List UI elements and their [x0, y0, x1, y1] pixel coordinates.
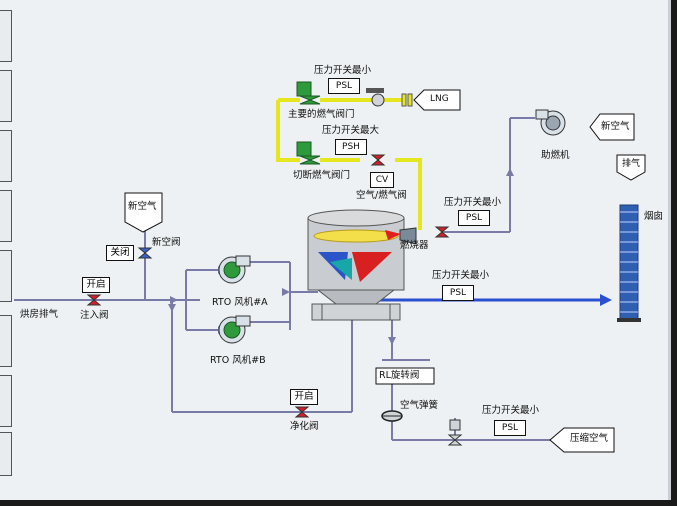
dryer-exhaust-label: 烘房排气 [20, 309, 59, 320]
side-nav-button-5[interactable] [0, 250, 12, 302]
fresh-air-valve-icon [137, 247, 153, 259]
inlet-open-button[interactable]: 开启 [82, 277, 110, 293]
rotary-valve-label: RL旋转阀 [379, 370, 420, 381]
chimney-label: 烟囱 [644, 211, 664, 222]
main-gas-valve-icon [296, 81, 321, 105]
psl-right-title: 压力开关最小 [444, 197, 502, 208]
psl-mid-box: PSL [442, 285, 474, 301]
psl-bottom-box: PSL [494, 420, 526, 436]
side-nav-button-8[interactable] [0, 432, 12, 476]
inlet-valve-label: 注入阀 [80, 310, 109, 321]
side-nav-button-7[interactable] [0, 375, 12, 427]
psl-top-title: 压力开关最小 [314, 65, 372, 76]
inlet-valve-icon [86, 294, 102, 306]
side-nav-button-2[interactable] [0, 70, 12, 122]
air-gas-valve-label: 空气/燃气阀 [356, 190, 407, 201]
psl-bottom-title: 压力开关最小 [482, 405, 540, 416]
pressure-regulator-icon [447, 419, 463, 446]
side-nav-button-3[interactable] [0, 130, 12, 182]
fresh-air-right-tag [589, 113, 635, 141]
cutoff-valve-icon [296, 141, 321, 165]
close-button[interactable]: 关闭 [106, 245, 134, 261]
chimney [617, 204, 641, 322]
air-spring-label: 空气弹簧 [400, 400, 439, 411]
psh-box: PSH [335, 139, 367, 155]
burner-label: 燃烧器 [400, 240, 429, 251]
rto-fan-a-icon [218, 255, 251, 284]
gas-pipe [276, 98, 422, 230]
fan-b-label: RTO 风机#B [210, 355, 266, 366]
purge-valve-icon [294, 406, 310, 418]
flue-gas-flow-arrow [380, 294, 612, 306]
rto-chamber [307, 209, 417, 321]
compressed-air-label: 压缩空气 [570, 433, 609, 444]
blower-label: 助燃机 [541, 150, 570, 161]
psl-right-box: PSL [458, 210, 490, 226]
air-spring-icon [381, 410, 403, 422]
main-gas-valve-label: 主要的燃气阀门 [288, 109, 355, 120]
psh-title: 压力开关最大 [322, 125, 380, 136]
fresh-air-valve-label: 新空阀 [152, 237, 181, 248]
rotary-valve-tag [375, 367, 435, 385]
side-nav-button-4[interactable] [0, 190, 12, 242]
exhaust-label: 排气 [622, 159, 641, 169]
lng-tag [413, 89, 461, 111]
lng-label: LNG [430, 94, 449, 104]
psl-right-valve-icon [434, 226, 450, 238]
rto-fan-b-icon [218, 315, 251, 344]
side-nav-button-1[interactable] [0, 10, 12, 62]
purge-valve-label: 净化阀 [290, 421, 319, 432]
fresh-air-right-label: 新空气 [601, 121, 630, 132]
fan-a-label: RTO 风机#A [212, 297, 268, 308]
cv-box: CV [370, 172, 394, 188]
fresh-air-left-tag [124, 192, 163, 233]
psl-top-box: PSL [328, 78, 360, 94]
lng-flange-icon [401, 93, 413, 107]
cutoff-valve-label: 切断燃气阀门 [293, 170, 351, 181]
compressed-air-tag [549, 427, 615, 453]
side-nav-button-6[interactable] [0, 315, 12, 367]
ball-valve-icon [366, 88, 385, 107]
purge-open-button[interactable]: 开启 [290, 389, 318, 405]
blower-icon [535, 109, 566, 136]
air-gas-valve-icon [370, 154, 386, 166]
psl-mid-title: 压力开关最小 [432, 270, 490, 281]
exhaust-tag [616, 154, 646, 181]
fresh-air-left-label: 新空气 [128, 201, 157, 212]
